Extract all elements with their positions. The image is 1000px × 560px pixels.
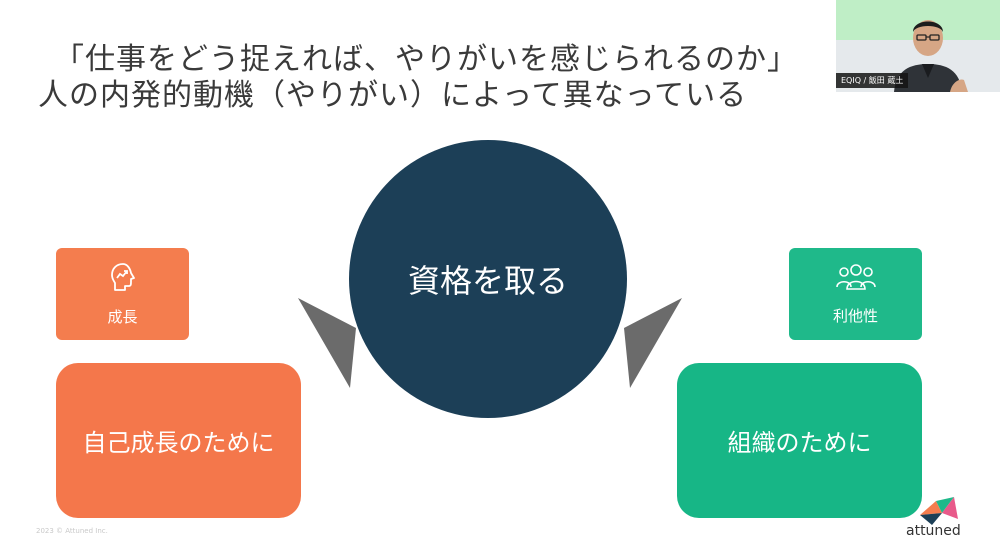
organization-card: 組織のために bbox=[677, 363, 922, 518]
center-circle: 資格を取る bbox=[349, 140, 627, 418]
people-group-icon bbox=[834, 263, 878, 295]
growth-category-label: 成長 bbox=[107, 307, 138, 326]
copyright-text: 2023 © Attuned Inc. bbox=[36, 527, 108, 535]
head-growth-icon bbox=[109, 262, 137, 296]
altruism-category-card: 利他性 bbox=[789, 248, 922, 340]
center-label: 資格を取る bbox=[407, 262, 568, 300]
self-growth-label: 自己成長のために bbox=[82, 429, 275, 457]
altruism-category-label: 利他性 bbox=[832, 306, 878, 325]
left-pointer-triangle bbox=[298, 298, 356, 388]
self-growth-card: 自己成長のために bbox=[56, 363, 301, 518]
growth-category-card: 成長 bbox=[56, 248, 189, 340]
presenter-figure bbox=[894, 20, 968, 92]
right-pointer-triangle bbox=[624, 298, 682, 388]
attuned-logo-text: attuned bbox=[906, 523, 961, 539]
attuned-logo-icon bbox=[920, 497, 958, 525]
title-line-1: 「仕事をどう捉えれば、やりがいを感じられるのか」 bbox=[54, 42, 798, 77]
organization-label: 組織のために bbox=[727, 429, 872, 457]
title-line-2: 人の内発的動機（やりがい）によって異なっている bbox=[38, 78, 748, 113]
presenter-video[interactable]: EQIQ / 飯田 蔵土 bbox=[836, 0, 1000, 92]
video-caption: EQIQ / 飯田 蔵土 bbox=[836, 73, 909, 88]
slide-title: 「仕事をどう捉えれば、やりがいを感じられるのか」 人の内発的動機（やりがい）によ… bbox=[38, 42, 798, 114]
